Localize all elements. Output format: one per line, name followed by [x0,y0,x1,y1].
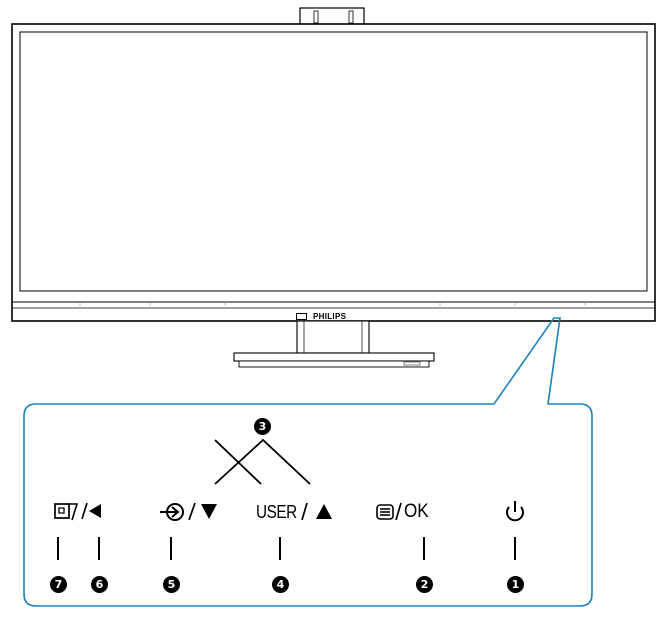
marker-1: 1 [507,576,524,593]
brand-label: PHILIPS [296,309,376,323]
left-arrow-icon[interactable] [81,502,101,520]
monitor-screen [19,31,648,292]
callout [23,317,593,607]
marker-7: 7 [50,576,67,593]
marker-3: 3 [254,418,271,435]
marker-4: 4 [272,576,289,593]
user-label: USER [256,501,297,522]
down-arrow-icon[interactable] [188,502,217,521]
callout-box [23,317,593,607]
pointer-lines [57,537,516,560]
monitor [11,23,656,322]
marker-6: 6 [91,576,108,593]
ok-button-label[interactable]: OK [404,498,431,526]
smartimage-icon[interactable] [54,503,79,521]
marker-5: 5 [163,576,180,593]
user-button-label[interactable]: USER [256,498,299,526]
monitor-stand [233,320,435,368]
brand-logo-icon [296,312,307,320]
power-icon[interactable] [506,501,524,522]
brand-text: PHILIPS [313,311,347,321]
up-arrow-icon[interactable] [301,502,332,521]
ok-label: OK [404,501,429,522]
input-icon[interactable] [160,503,184,521]
shared-marker-lines [214,438,311,485]
menu-icon[interactable] [376,502,402,521]
marker-2: 2 [416,576,433,593]
webcam [299,7,365,26]
